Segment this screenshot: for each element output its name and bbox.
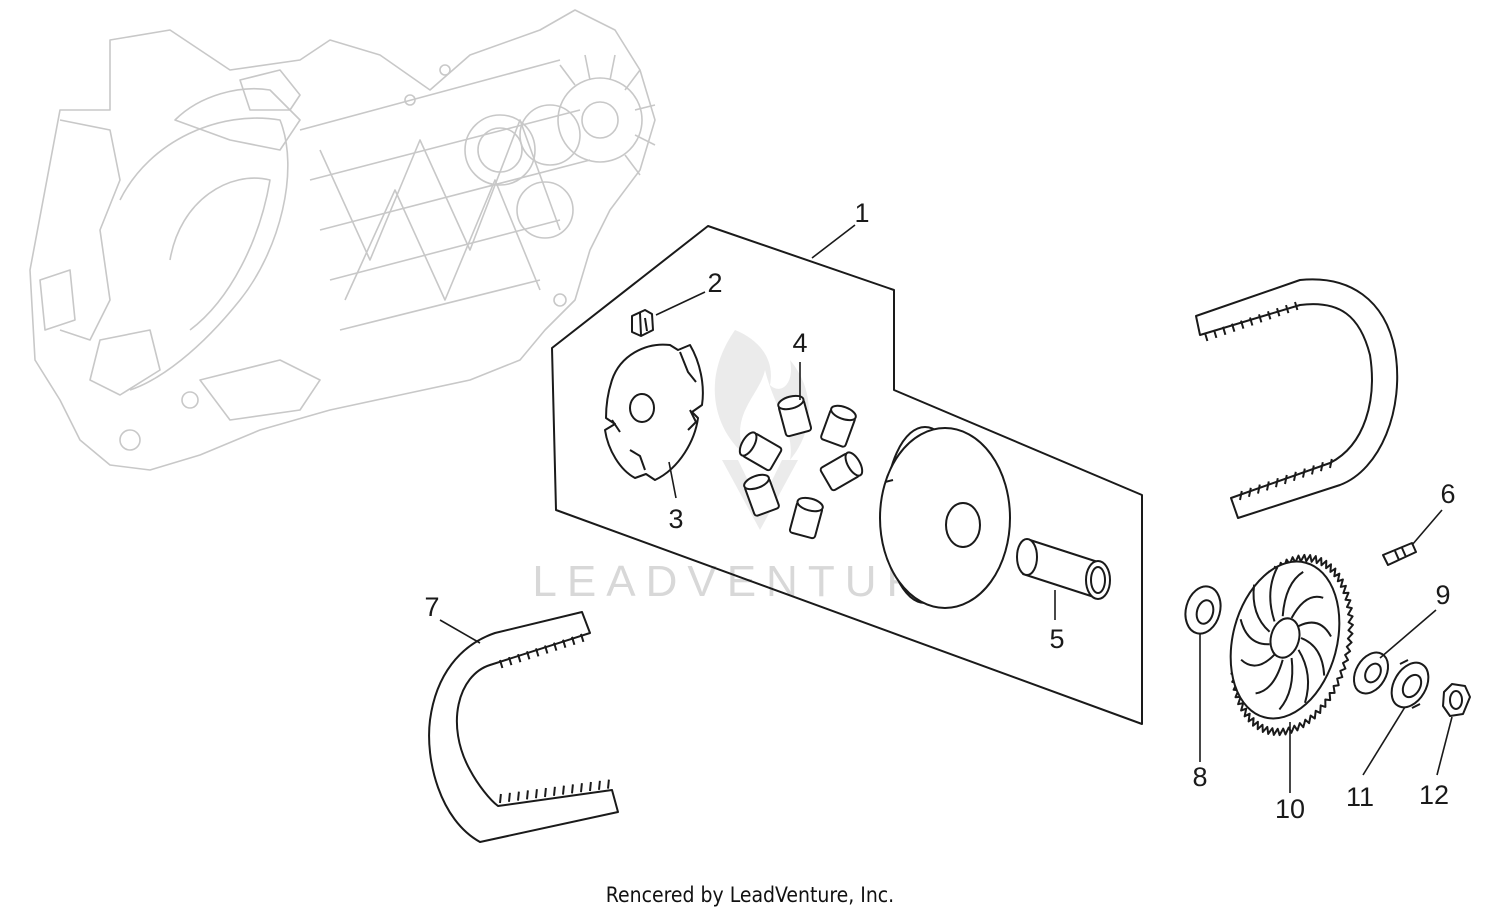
callout-9: 9 — [1435, 580, 1450, 610]
callout-5: 5 — [1049, 624, 1064, 654]
variator-pulley — [879, 426, 1011, 609]
callout-7: 7 — [424, 592, 439, 622]
washer-8 — [1184, 585, 1222, 635]
engine-crankcase — [29, 9, 656, 471]
variator-rollers — [738, 394, 864, 540]
callout-12: 12 — [1419, 780, 1449, 810]
leader-lines — [439, 224, 1453, 793]
callout-2: 2 — [707, 268, 722, 298]
slider-clip — [631, 309, 654, 337]
footer-credit: Rencered by LeadVenture, Inc. — [606, 883, 894, 907]
fan-pulley — [1229, 553, 1354, 737]
callout-10: 10 — [1275, 794, 1305, 824]
fan-blade — [1278, 657, 1294, 711]
fan-blade — [1298, 621, 1332, 637]
fan-blade — [1300, 637, 1326, 676]
callout-4: 4 — [792, 328, 807, 358]
pin — [1382, 542, 1417, 566]
watermark-text: LEADVENTURE — [532, 557, 967, 606]
fan-blade — [1290, 595, 1324, 619]
watermark: LEADVENTURE — [532, 330, 967, 606]
nut — [1442, 683, 1471, 717]
kit-outline — [551, 225, 1143, 725]
fan-blade — [1240, 653, 1276, 667]
drive-belt-left — [428, 611, 619, 843]
callout-6: 6 — [1440, 479, 1455, 509]
fan-blade — [1281, 571, 1304, 617]
callout-11: 11 — [1346, 782, 1374, 812]
callouts: 1 2 3 4 5 6 7 8 9 10 11 12 — [424, 198, 1455, 824]
washer-9 — [1352, 651, 1390, 695]
fan-blade — [1269, 566, 1279, 622]
ramp-plate — [604, 343, 704, 481]
callout-1: 1 — [854, 198, 869, 228]
variator-bushing — [1016, 538, 1111, 600]
fan-blade — [1297, 649, 1310, 704]
fan-blade — [1252, 584, 1271, 633]
fan-blade — [1255, 659, 1284, 695]
callout-8: 8 — [1192, 762, 1207, 792]
lock-washer — [1390, 659, 1430, 709]
drive-belt-right — [1195, 278, 1399, 519]
fan-blade — [1239, 618, 1270, 646]
callout-3: 3 — [668, 504, 683, 534]
